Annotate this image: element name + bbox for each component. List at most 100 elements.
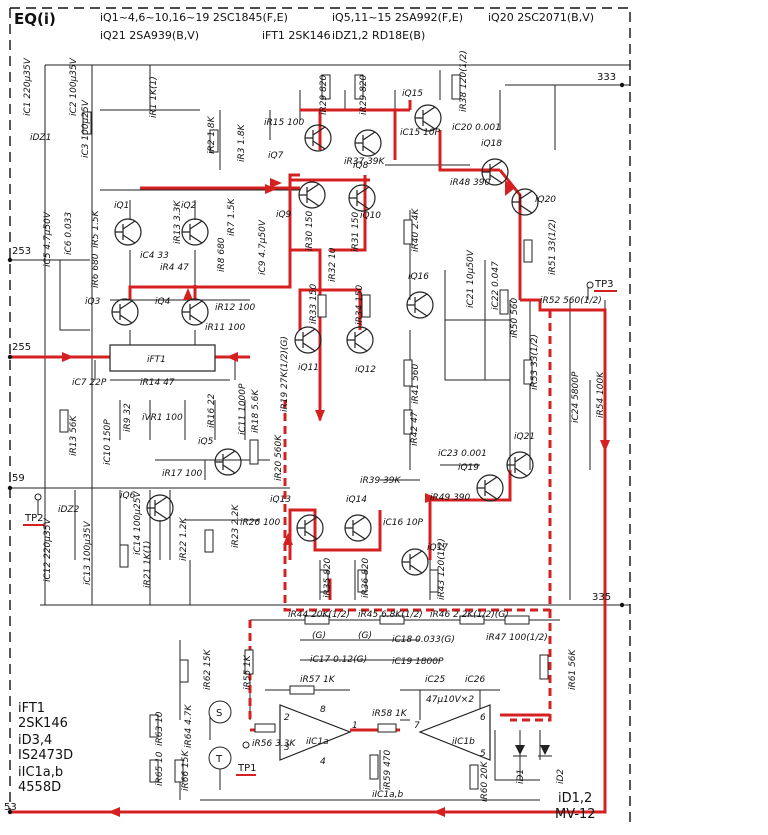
transistor-5: iQ5 — [198, 437, 242, 476]
pin-2: 2 — [284, 713, 290, 723]
arrow-top-a — [265, 184, 277, 194]
transistor-10: iQ10 — [348, 184, 381, 221]
label-ic5: iC5 4.7μ50V — [43, 211, 53, 267]
label-ir46: iR46 2.2K(1/2)(G) — [430, 610, 509, 620]
label-ir61: iR61 56K — [568, 648, 578, 690]
label-s: S — [216, 708, 222, 719]
pin-8: 8 — [320, 705, 326, 715]
arrow-top-b — [270, 178, 282, 188]
transistor-17: iQ17 — [401, 543, 448, 576]
label-ir49: iR49 390 — [430, 493, 471, 503]
legend-d12: iD1,2 — [558, 791, 592, 806]
transistor-label-9: iQ9 — [276, 210, 292, 220]
label-ic1a: iIC1a — [306, 737, 329, 747]
header-line1-b: iQ5,11~15 2SA992(F,E) — [332, 11, 463, 24]
label-ir4: iR4 47 — [160, 263, 189, 273]
label-ic24: iC24 5800P — [571, 371, 581, 423]
label-ic16: iC16 10P — [383, 518, 424, 528]
label-ic22: iC22 0.047 — [491, 261, 501, 310]
transistor-label-1: iQ1 — [114, 201, 129, 211]
header-line2-a: iQ21 2SA939(B,V) — [100, 29, 199, 42]
label-ir32: iR32 10 — [328, 247, 338, 282]
label-ic3: iC3 100μ25V — [81, 99, 91, 158]
header-line2-c: iDZ1,2 RD18E(B) — [332, 29, 425, 42]
label-ic19: iC19 1800P — [392, 657, 444, 667]
label-ir13: iR13 3.3K — [173, 200, 183, 244]
label-ic12: iC12 220μ35V — [43, 518, 53, 582]
transistor-16: iQ16 — [406, 272, 434, 319]
label-ic21: iC21 10μ50V — [466, 249, 476, 308]
label-ir45: iR45 6.8K(1/2) — [358, 610, 423, 620]
label-ir56: iR56 3.3K — [252, 739, 296, 749]
label-ic17: iC17 0.12(G) — [310, 655, 367, 665]
label-ir38: iR38 120(1/2) — [459, 50, 469, 112]
transistor-label-12: iQ12 — [355, 365, 376, 375]
legend-l6: 4558D — [18, 780, 61, 795]
label-ir1: iR1 1K(1) — [149, 76, 159, 118]
label-ir59: iR59 470 — [383, 749, 393, 790]
label-ir21: iR21 1K(1) — [143, 541, 153, 588]
transistor-21: iQ21 — [506, 432, 535, 479]
legend-l3: iD3,4 — [18, 733, 52, 748]
label-ir35: iR35 820 — [323, 557, 333, 598]
label-ir17: iR17 100 — [162, 469, 203, 479]
diode-id2-icon — [538, 745, 552, 757]
label-ir65: iR65 10 — [155, 751, 165, 786]
op-amp-ic1a — [279, 704, 352, 761]
transistor-label-10: iQ10 — [360, 211, 381, 221]
node-53: 53 — [4, 802, 17, 813]
transistor-1: iQ1 — [114, 201, 142, 246]
label-ir22: iR22 1.2K — [179, 517, 189, 561]
label-ir47: iR47 100(1/2) — [486, 633, 548, 643]
fet-label: iFT1 — [147, 355, 166, 365]
label-ivr1: iVR1 100 — [142, 413, 183, 423]
label-ir30: iR30 150 — [305, 210, 315, 251]
arrow-q21 — [425, 493, 437, 503]
label-ir50: iR50 560 — [510, 297, 520, 338]
transistor-label-2: iQ2 — [181, 201, 197, 211]
arrow-up-b — [283, 533, 293, 545]
label-id1: iD1 — [516, 769, 526, 784]
signal-arrows — [62, 178, 610, 817]
transistor-label-18: iQ18 — [481, 139, 502, 149]
transistor-6: iQ6 — [120, 491, 174, 522]
label-ic1: iC1 220μ35V — [23, 57, 33, 116]
label-ic20: iC20 0.001 — [452, 123, 501, 133]
tp2-label: TP2 — [24, 513, 44, 524]
label-ir37: iR37 39K — [344, 157, 386, 167]
label-ic23: iC23 0.001 — [438, 449, 487, 459]
arrow-down-mid — [315, 410, 325, 422]
label-ir36: iR36 820 — [361, 557, 371, 598]
transistor-2: iQ2 — [181, 201, 209, 246]
transistor-label-14: iQ14 — [346, 495, 367, 505]
arrow-input-right — [226, 352, 238, 362]
op-amp-ic1b — [418, 704, 491, 761]
legend-l1: iFT1 — [18, 701, 45, 716]
label-ir29: iR29 820 — [319, 74, 329, 115]
label-ic1ab: iIC1a,b — [372, 790, 404, 800]
label-ir19: iR19 27K(1/2)(G) — [280, 336, 290, 412]
label-ir6: iR6 680 — [91, 253, 101, 288]
legend-l4: IS2473D — [18, 748, 73, 763]
arrow-up-a — [183, 288, 193, 300]
label-ic9: iC9 4.7μ50V — [258, 219, 268, 275]
label-ir54: iR54 100K — [596, 371, 606, 418]
label-ir29b: iR29 820 — [359, 74, 369, 115]
switch-t-icon — [208, 746, 232, 770]
arrow-input-left — [62, 352, 74, 362]
label-ir53: iR53 33(1/2) — [530, 334, 540, 390]
pin-1: 1 — [352, 721, 358, 731]
node-253: 253 — [12, 246, 31, 257]
transistor-label-20: iQ20 — [535, 195, 556, 205]
label-ic2: iC2 100μ35V — [69, 57, 79, 116]
switch-s-icon — [208, 700, 232, 724]
passive-components — [59, 74, 549, 790]
transistor-20: iQ20 — [511, 188, 556, 216]
transistor-8: iQ8 — [353, 129, 382, 171]
transistor-label-3: iQ3 — [85, 297, 101, 307]
node-335: 335 — [592, 592, 611, 603]
label-ic13: iC13 100μ35V — [83, 521, 93, 585]
label-ic25: iC25 — [425, 675, 446, 685]
pin-5: 5 — [480, 749, 486, 759]
arrow-mid-rail — [505, 180, 515, 196]
